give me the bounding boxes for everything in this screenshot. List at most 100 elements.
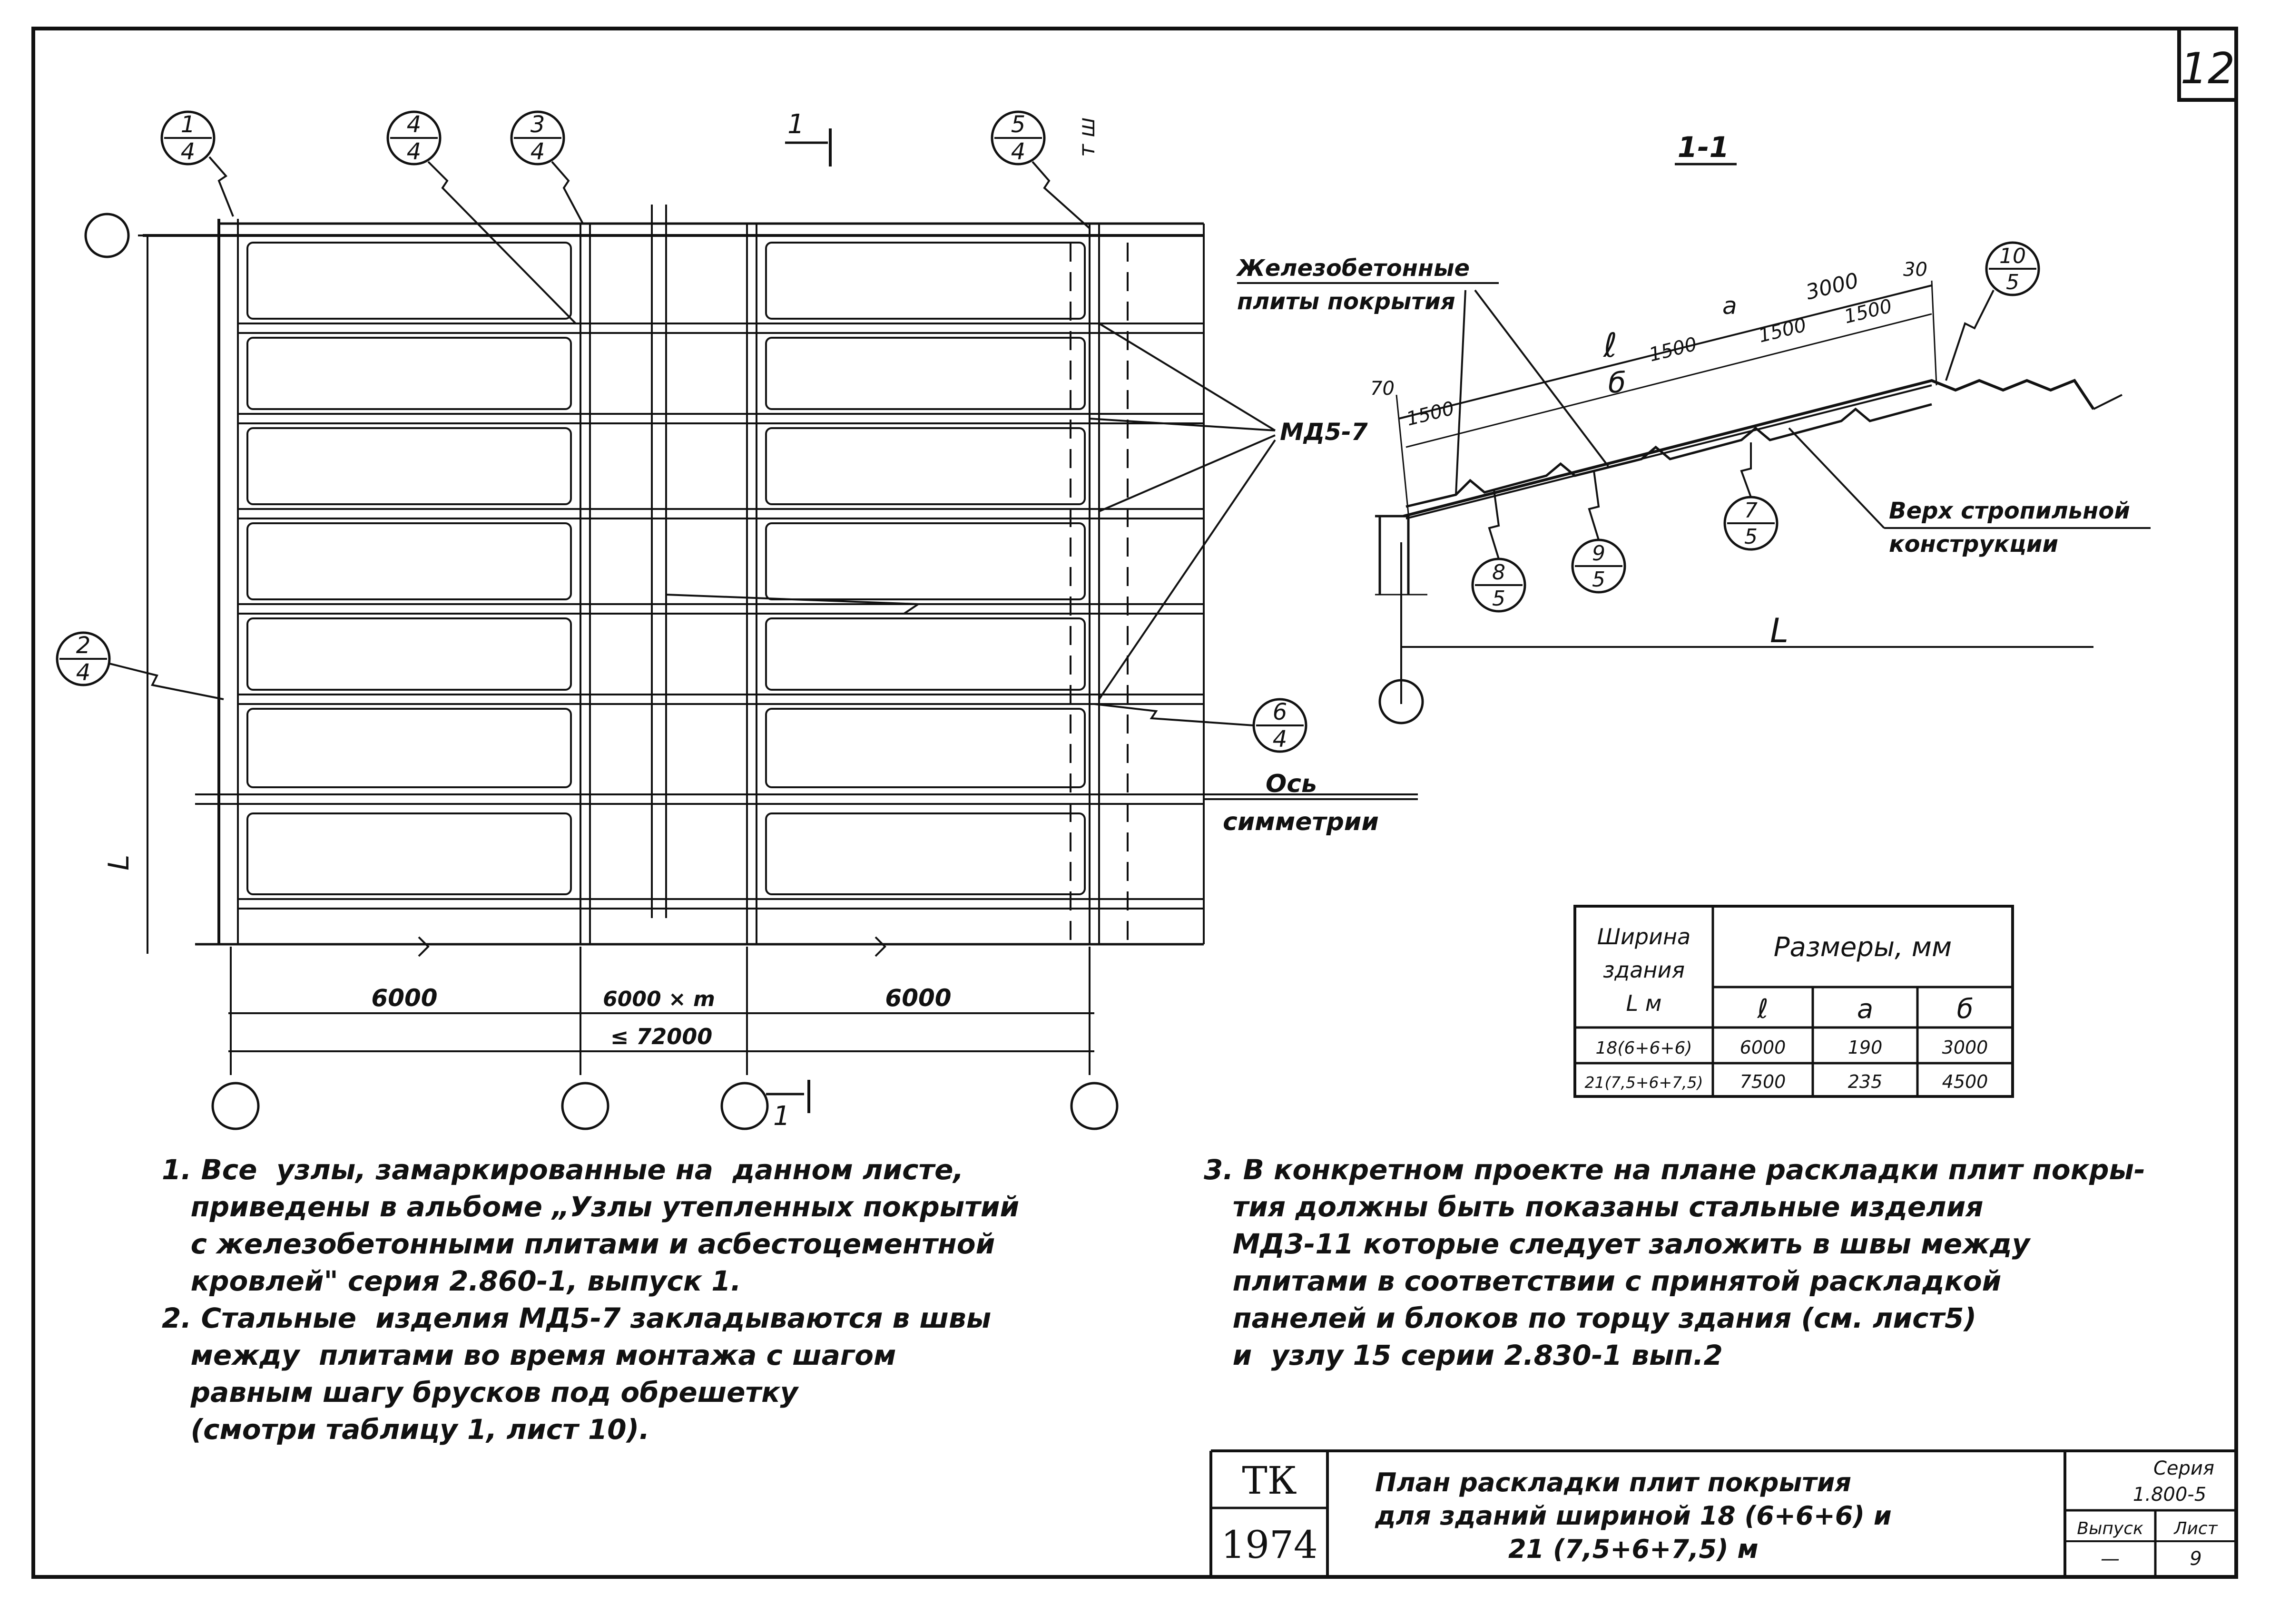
svg-text:1: 1 [181,111,196,138]
note-line: между плитами во время монтажа с шагом [162,1339,896,1371]
th-width-2: здания [1603,957,1685,983]
roof-plan: Ось симметрии L 6000 6000 × m 6000 ≤ 720… [56,109,1418,1132]
table-cell: 3000 [1942,1037,1988,1058]
sheet-value: 9 [2190,1548,2201,1570]
dim-1500-b: 1500 [1647,333,1699,366]
table-cell: 4500 [1942,1071,1988,1092]
note-line: (смотри таблицу 1, лист 10). [162,1413,650,1446]
svg-text:4: 4 [181,138,196,165]
svg-text:3: 3 [531,111,545,138]
node-mark-5-4: 5 4 т ш [991,110,1100,229]
series-value: 1.800-5 [2133,1484,2206,1506]
node-mark-4-4: 4 4 [386,110,577,324]
dim-l: ℓ [1603,326,1617,365]
node-mark-7-5: 7 5 [1723,442,1779,551]
note-line: тия должны быть показаны стальные издели… [1204,1191,1984,1223]
label-plates-2: плиты покрытия [1237,288,1455,315]
svg-text:4: 4 [1273,726,1287,753]
plan-left-dimension: L [102,855,136,871]
axis-bubble-section [1378,679,1424,724]
note-line: 2. Стальные изделия МД5-7 закладываются … [162,1302,992,1334]
sheet-label: Лист [2173,1519,2218,1538]
node-mark-9-5: 9 5 [1571,470,1626,594]
table-cell: 7500 [1740,1071,1786,1092]
span-mid: 6000 × m [603,987,715,1011]
sheet-number: 12 [2181,44,2235,94]
issue-value: — [2101,1548,2120,1570]
dim-b: б [1608,366,1626,400]
svg-text:2: 2 [76,632,91,659]
notes-right: 3. В конкретном проекте на плане расклад… [1204,1151,2145,1374]
note-line: панелей и блоков по торцу здания (см. ли… [1204,1302,1977,1334]
table-cell: 18(6+6+6) [1596,1038,1692,1058]
dim-1500-c: 1500 [1756,314,1808,347]
note-line: и узлу 15 серии 2.830-1 вып.2 [1204,1339,1723,1371]
span-left: 6000 [371,984,437,1012]
sheet-number-box [2177,27,2238,102]
dim-70: 70 [1370,378,1395,400]
dim-L: L [1770,611,1788,650]
svg-text:8: 8 [1492,560,1505,585]
th-width-1: Ширина [1597,924,1690,949]
issue-label: Выпуск [2077,1519,2143,1538]
node-mark-10-5: 10 5 [1945,241,2040,381]
th-b: б [1957,994,1974,1025]
note-line: кровлей" серия 2.860-1, выпуск 1. [162,1265,741,1297]
svg-text:7: 7 [1744,499,1758,523]
title-line-1: План раскладки плит покрытия [1375,1467,1851,1497]
note-line: приведены в альбоме „Узлы утепленных пок… [162,1191,1020,1223]
svg-text:4: 4 [407,138,422,165]
svg-text:5: 5 [1492,587,1505,611]
svg-text:4: 4 [531,138,545,165]
svg-text:5: 5 [1592,567,1605,592]
table-cell: 21(7,5+6+7,5) [1585,1073,1703,1092]
title-line-3: 21 (7,5+6+7,5) м [1508,1534,1759,1564]
label-plates-1: Железобетонные [1236,255,1470,282]
product-label-md5-7: МД5-7 [1280,418,1368,446]
node-mark-3-4: 3 4 [510,110,584,224]
dim-30: 30 [1903,259,1927,281]
node-mark-6-4: 6 4 [1094,698,1307,753]
note-line: с железобетонными плитами и асбестоцемен… [162,1228,995,1260]
note-line: равным шагу брусков под обрешетку [162,1376,798,1409]
section-mark-bottom: 1 [773,1101,790,1132]
th-l: ℓ [1757,994,1768,1025]
dim-3000: 3000 [1803,268,1861,305]
axis-bubble-left [84,213,130,258]
table-cell: 190 [1848,1037,1883,1058]
note-line: 1. Все узлы, замаркированные на данном л… [162,1154,964,1186]
svg-text:5: 5 [2006,270,2019,294]
svg-text:5: 5 [1011,111,1026,138]
sheet-frame [31,27,2238,1579]
svg-text:10: 10 [1999,244,2026,268]
axis-bubble-3 [720,1082,769,1130]
svg-text:6: 6 [1273,699,1287,725]
section-mark-top: 1 [787,109,805,140]
org-year: 1974 [1221,1523,1318,1567]
label-truss-2: конструкции [1889,531,2058,558]
svg-text:4: 4 [407,111,422,138]
svg-text:4: 4 [1011,138,1026,165]
mark-tsh: т ш [1074,117,1100,157]
axis-bubble-4 [1070,1082,1119,1130]
svg-text:4: 4 [76,659,91,686]
section-title: 1-1 [1678,131,1729,164]
th-sizes: Размеры, мм [1774,932,1952,963]
axis-symmetry-label: Ось [1266,770,1317,798]
node-mark-2-4: 2 4 [56,631,224,700]
dim-a: а [1722,292,1737,320]
note-line: МД3-11 которые следует заложить в швы ме… [1204,1228,2030,1260]
node-mark-8-5: 8 5 [1471,489,1526,613]
series-label: Серия [2153,1458,2214,1479]
axis-bubble-2 [561,1082,609,1130]
note-line: плитами в соответствии с принятой раскла… [1204,1265,2002,1297]
span-right: 6000 [885,984,951,1012]
svg-text:9: 9 [1592,541,1605,566]
th-a: а [1857,994,1873,1025]
axis-bubble-1 [211,1082,260,1130]
span-total: ≤ 72000 [610,1024,713,1049]
notes-left: 1. Все узлы, замаркированные на данном л… [162,1151,1019,1448]
org-code: ТК [1242,1458,1297,1503]
th-width-3: L м [1626,990,1662,1016]
